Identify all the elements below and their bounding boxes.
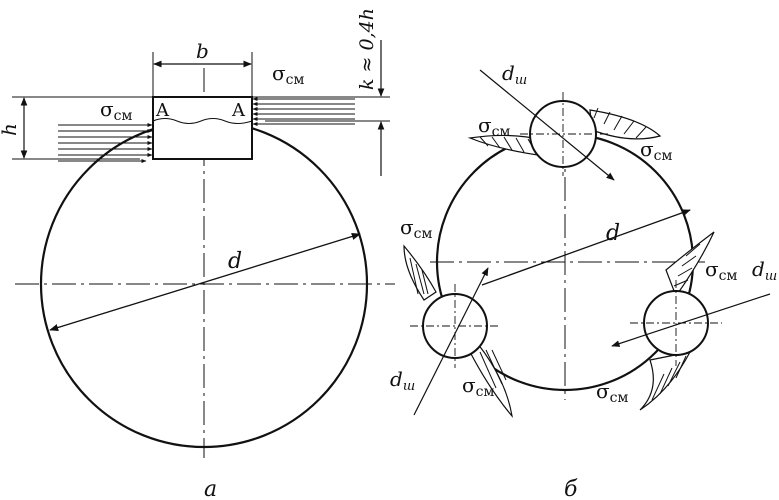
label-dsh-left: dш (390, 367, 415, 394)
dsh-subscript: ш (403, 379, 415, 394)
label-sigma-b-right: σсм (705, 257, 737, 284)
key-block (152, 96, 253, 160)
sigma-symbol: σ (705, 257, 719, 281)
label-sigma-right: σсм (272, 61, 304, 88)
dsh-symbol: d (390, 367, 403, 391)
pressure-left (58, 123, 153, 163)
diagram-a (12, 40, 395, 458)
label-point-a-right: A (231, 100, 246, 121)
dim-dsh-right (611, 293, 771, 347)
pin-left (403, 244, 513, 419)
sigma-subscript: см (286, 72, 305, 88)
pressure-right (252, 97, 355, 126)
label-sigma-b-top-left: σсм (478, 113, 510, 140)
sigma-symbol: σ (462, 373, 476, 397)
dim-dsh-left (413, 267, 489, 416)
sigma-symbol: σ (640, 137, 654, 161)
label-b: b (196, 39, 209, 63)
dim-dsh-top (479, 69, 615, 181)
label-d-a: d (228, 249, 242, 274)
sigma-subscript: см (719, 268, 738, 284)
dsh-symbol: d (752, 257, 765, 281)
label-sigma-b-left: σсм (400, 215, 432, 242)
key-cut-line (152, 118, 253, 124)
sigma-subscript: см (476, 384, 495, 400)
sigma-symbol: σ (596, 379, 610, 403)
label-dsh-right: dш (752, 257, 777, 284)
dim-d-b (481, 209, 691, 286)
label-h: h (0, 123, 21, 136)
label-dsh-top: dш (502, 61, 527, 88)
sigma-symbol: σ (100, 97, 114, 121)
caption-b: б (564, 477, 578, 500)
sigma-symbol: σ (272, 61, 286, 85)
pin-top (467, 69, 662, 181)
dsh-subscript: ш (765, 269, 777, 284)
sigma-subscript: см (610, 390, 629, 406)
dim-d-a (49, 232, 361, 332)
label-d-b: d (606, 221, 620, 246)
pressure-right-top (665, 231, 715, 298)
dsh-symbol: d (502, 61, 515, 85)
label-sigma-b-bottom-right: σсм (596, 379, 628, 406)
label-point-a-left: A (155, 100, 170, 121)
dsh-subscript: ш (515, 73, 527, 88)
diagram-b (403, 69, 771, 419)
pin-right (611, 231, 771, 411)
label-sigma-left: σсм (100, 97, 132, 124)
caption-a: а (204, 477, 217, 500)
label-sigma-b-top-right: σсм (640, 137, 672, 164)
sigma-subscript: см (492, 124, 511, 140)
sigma-subscript: см (654, 148, 673, 164)
pressure-top-right (589, 109, 662, 140)
sigma-subscript: см (414, 226, 433, 242)
sigma-symbol: σ (400, 215, 414, 239)
sigma-symbol: σ (478, 113, 492, 137)
label-k: k ≈ 0,4h (356, 8, 378, 90)
sigma-subscript: см (114, 108, 133, 124)
label-sigma-b-bottom-left: σсм (462, 373, 494, 400)
pressure-left-top (403, 244, 437, 301)
